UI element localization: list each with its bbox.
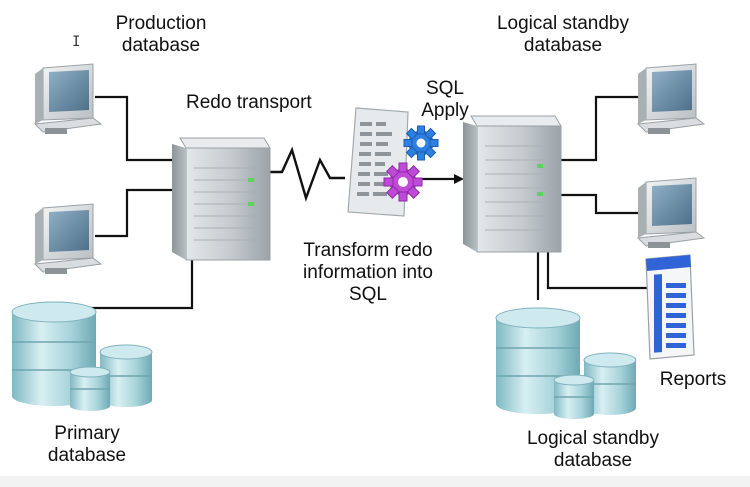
bottom-strip [0,476,750,487]
apply-arrow [416,174,464,184]
redo-transport-label: Redo transport [186,92,356,114]
redo-transport-text: Redo transport [186,92,312,113]
logical-standby-top-line2: database [523,35,603,56]
transform-line1: Transform redo [303,240,433,261]
cursor-icon: I [72,34,81,50]
redo-transport-line [268,146,345,202]
monitor-icon [33,203,103,274]
logical-standby-top-line1: Logical standby [496,13,630,34]
logical-standby-bottom-line2: database [553,450,633,471]
logical-standby-bottom-label: Logical standby database [498,428,688,472]
primary-database-line1: Primary [54,423,120,444]
database-icon [11,301,153,411]
logical-standby-bottom-line1: Logical standby [526,428,660,449]
transform-line3: SQL [348,284,388,305]
server-icon [463,115,562,253]
reports-text: Reports [659,369,727,390]
connector-lines-left [88,95,194,310]
sql-apply-label: SQL Apply [405,78,485,122]
production-database-line1: Production [115,13,207,34]
reports-label: Reports [648,369,738,391]
primary-database-line2: database [47,445,127,466]
monitor-icon [33,63,103,134]
connector-lines-right [536,95,648,300]
monitor-icon [636,63,706,134]
report-icon [645,254,695,360]
production-database-label: Production database [96,13,226,57]
database-icon [495,307,637,419]
server-icon [172,137,271,261]
primary-database-label: Primary database [22,423,152,467]
sql-apply-line2: Apply [421,100,469,121]
transform-line2: information into [303,262,433,283]
monitor-icon [636,177,706,248]
production-database-line2: database [121,35,201,56]
gear-icon [383,162,423,202]
logical-standby-top-label: Logical standby database [478,13,648,57]
transform-label: Transform redo information into SQL [278,240,458,306]
sql-apply-line1: SQL [425,78,465,99]
gear-icon [403,125,439,161]
